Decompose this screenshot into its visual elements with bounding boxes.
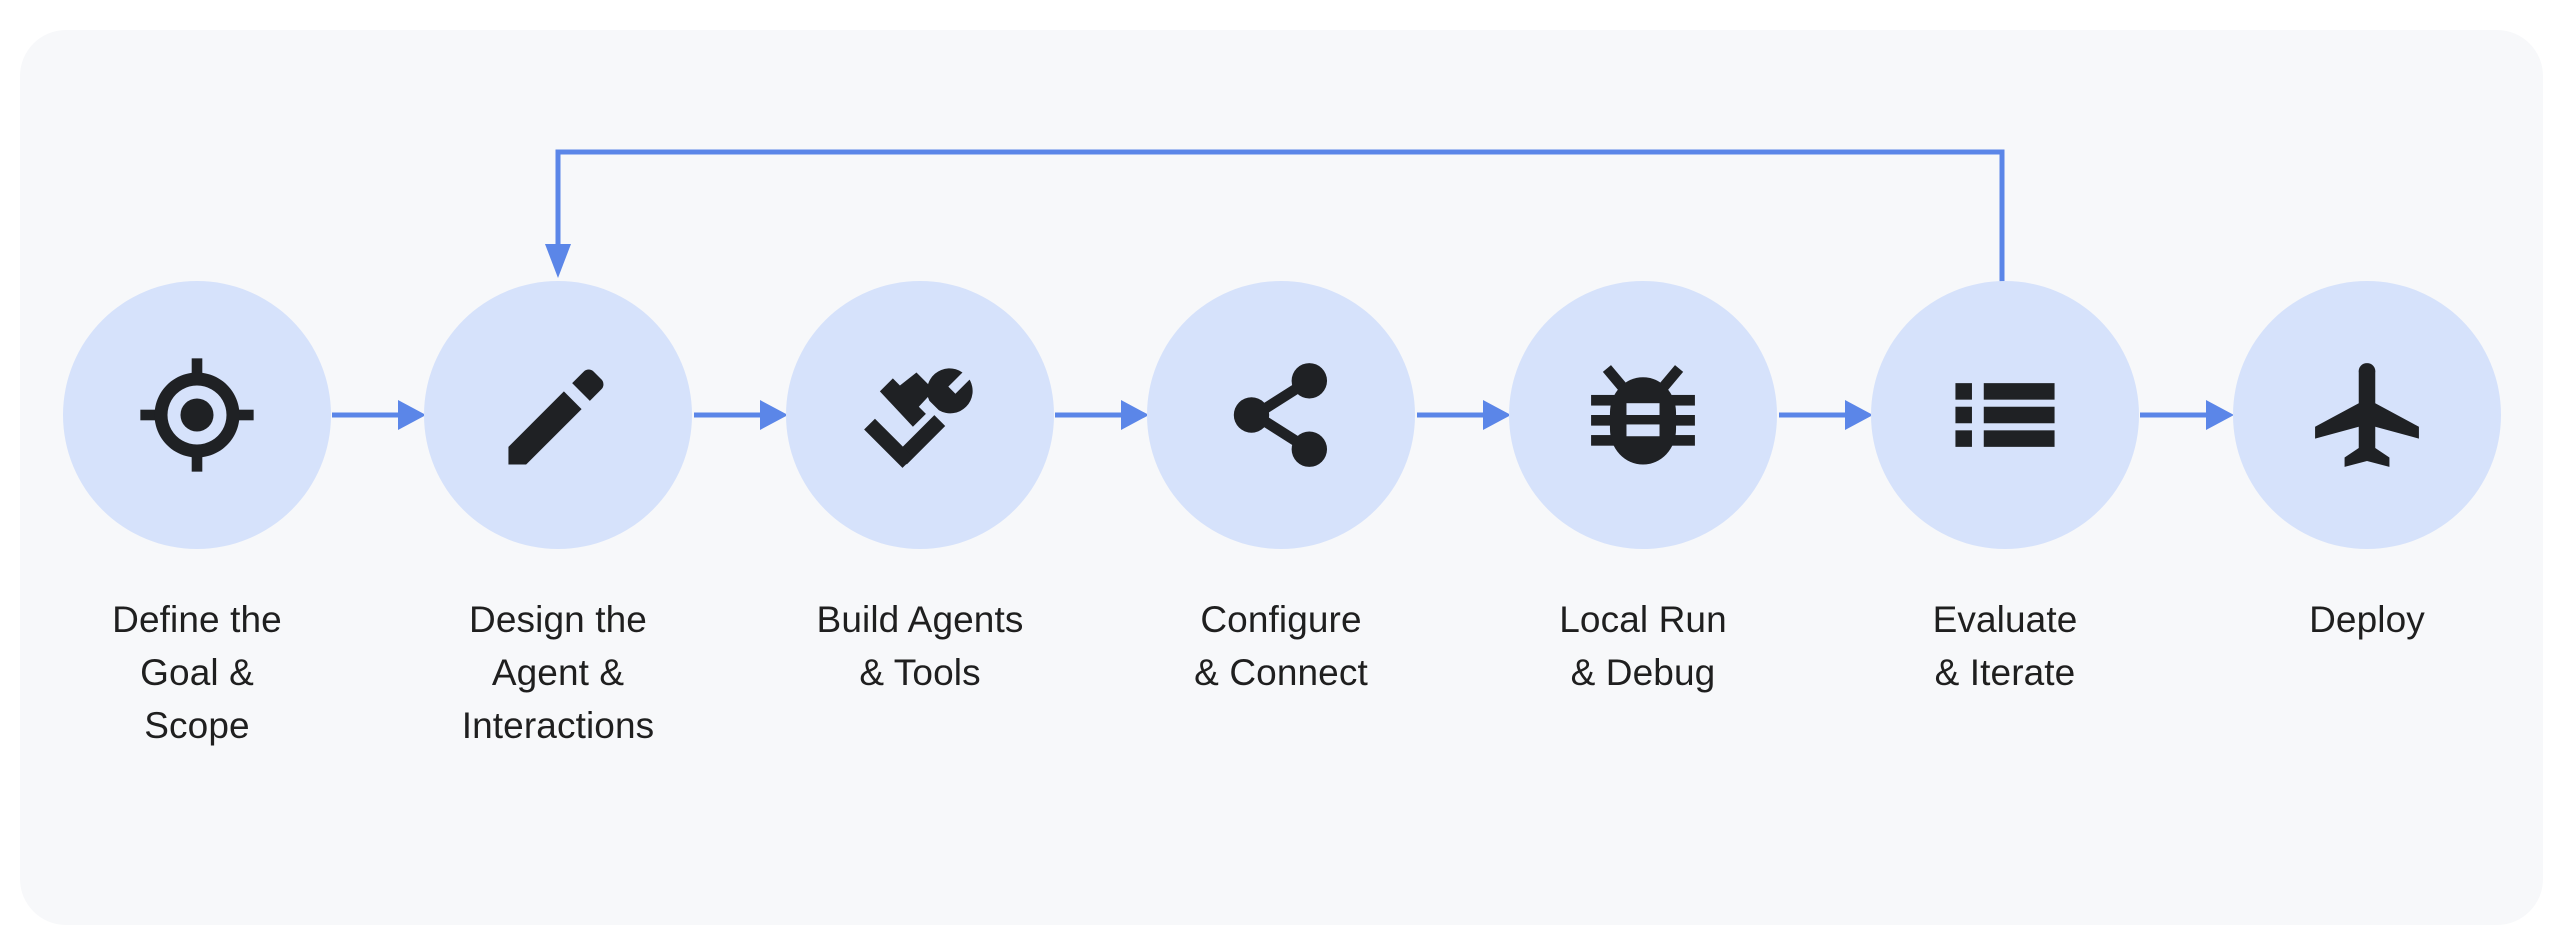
- checklist-bullet-list-icon: [1946, 356, 2064, 474]
- arrow-step4-to-step5: [1417, 400, 1511, 430]
- step-label-6: Evaluate & Iterate: [1932, 599, 2078, 693]
- arrow-step6-to-step7: [2140, 400, 2234, 430]
- arrow-step1-to-step2: [332, 400, 426, 430]
- step-node-local-run-and-debug[interactable]: Local Run & Debug: [1509, 281, 1777, 699]
- step-circle-1[interactable]: [63, 281, 331, 549]
- step-node-deploy[interactable]: Deploy: [2233, 281, 2501, 646]
- step-label-7: Deploy: [2309, 599, 2425, 640]
- step-node-design-the-agent-and-interactions[interactable]: Design the Agent & Interactions: [424, 281, 692, 752]
- feedback-loop-arrow: [545, 149, 2005, 283]
- step-label-4: Configure & Connect: [1194, 599, 1368, 693]
- target-crosshair-icon: [138, 356, 256, 474]
- step-node-define-the-goal-and-scope[interactable]: Define the Goal & Scope: [63, 281, 331, 752]
- bug-icon: [1584, 356, 1702, 474]
- step-label-5: Local Run & Debug: [1559, 599, 1727, 693]
- step-circle-3[interactable]: [786, 281, 1054, 549]
- step-circle-4[interactable]: [1147, 281, 1415, 549]
- step-circle-2[interactable]: [424, 281, 692, 549]
- step-node-build-agents-and-tools[interactable]: Build Agents & Tools: [786, 281, 1054, 699]
- step-label-2: Design the Agent & Interactions: [461, 599, 655, 746]
- share-network-icon: [1222, 356, 1340, 474]
- hammer-and-wrench-icon: [861, 356, 979, 474]
- step-label-3: Build Agents & Tools: [816, 599, 1024, 693]
- arrow-step3-to-step4: [1055, 400, 1149, 430]
- step-circle-5[interactable]: [1509, 281, 1777, 549]
- step-circle-6[interactable]: [1871, 281, 2139, 549]
- step-node-configure-and-connect[interactable]: Configure & Connect: [1147, 281, 1415, 699]
- pencil-edit-icon: [499, 356, 617, 474]
- arrow-step2-to-step3: [694, 400, 788, 430]
- step-node-evaluate-and-iterate[interactable]: Evaluate & Iterate: [1871, 281, 2139, 699]
- airplane-icon: [2308, 356, 2426, 474]
- step-circle-7[interactable]: [2233, 281, 2501, 549]
- arrow-step5-to-step6: [1779, 400, 1873, 430]
- step-label-1: Define the Goal & Scope: [112, 599, 282, 746]
